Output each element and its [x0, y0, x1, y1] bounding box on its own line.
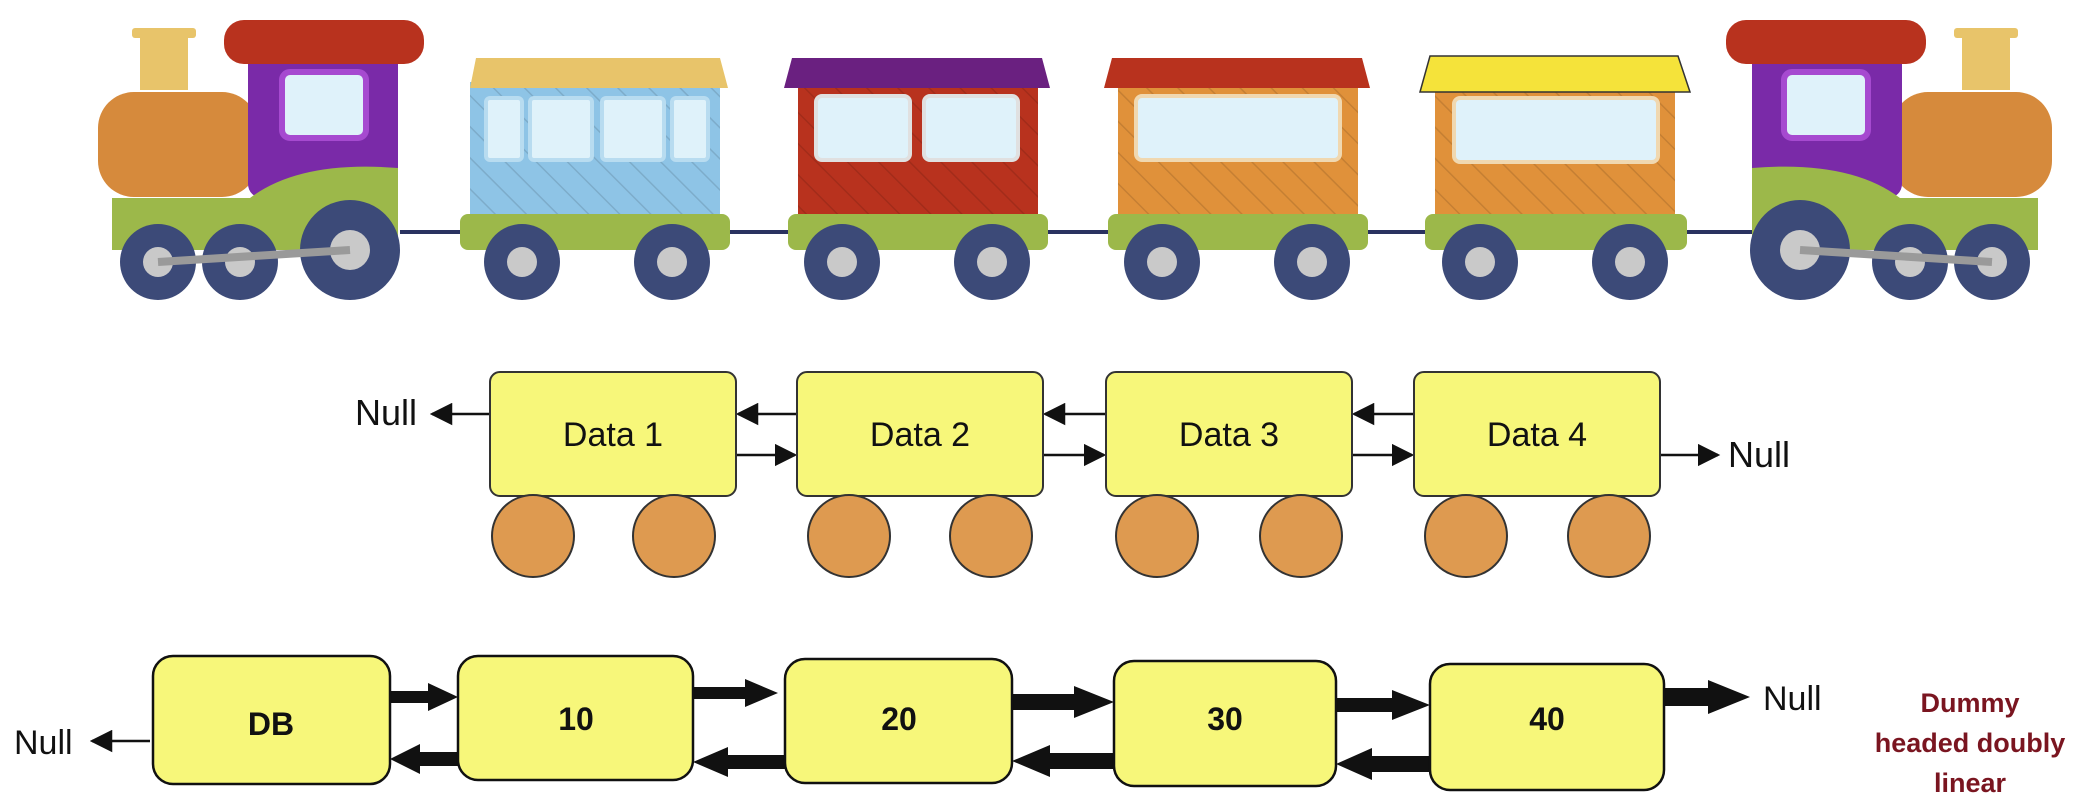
list-right-null: Null	[1728, 434, 1790, 475]
list-links	[429, 402, 1721, 467]
dummy-headed-list: Null Null DB 10 20	[14, 654, 2066, 798]
list-node-label: Data 2	[870, 416, 970, 454]
node-wheel	[632, 494, 716, 578]
dummy-node: DB	[151, 654, 392, 786]
dummy-node: 20	[783, 657, 1014, 785]
dummy-caption: Dummy headed doubly linear	[1875, 688, 2066, 798]
list-node-label: Data 1	[563, 416, 663, 454]
node-wheel	[949, 494, 1033, 578]
locomotive-left	[98, 20, 424, 300]
dummy-right-null: Null	[1763, 680, 1822, 718]
passenger-car-orange	[1104, 58, 1370, 300]
dummy-node-label: 40	[1529, 701, 1565, 737]
locomotive-left-wheels	[120, 200, 400, 300]
node-wheel	[1259, 494, 1343, 578]
passenger-car-blue	[460, 58, 730, 300]
node-wheel	[491, 494, 575, 578]
list-node-label: Data 3	[1179, 416, 1279, 454]
dummy-node-label: 20	[881, 701, 917, 737]
passenger-car-orange-yellow-roof	[1419, 55, 1692, 300]
doubly-linked-list: Null Null Data 1 Data 2 Data 3 Data 4	[355, 371, 1790, 578]
dummy-next-arrows	[390, 679, 1750, 720]
node-wheel	[1424, 494, 1508, 578]
list-left-null: Null	[355, 392, 417, 433]
list-node: Data 2	[796, 371, 1044, 578]
passenger-car-red	[784, 58, 1050, 300]
dummy-node: 30	[1112, 659, 1338, 788]
dummy-node: 40	[1428, 662, 1666, 792]
node-wheel	[1567, 494, 1651, 578]
dummy-node-label: 10	[558, 701, 594, 737]
node-wheel	[1115, 494, 1199, 578]
dummy-node-label: DB	[248, 706, 294, 742]
train-illustration	[98, 20, 2052, 300]
locomotive-right	[1726, 20, 2052, 300]
list-node: Data 4	[1413, 371, 1661, 578]
dummy-caption-line: linear	[1934, 768, 2007, 798]
dummy-left-null: Null	[14, 724, 73, 762]
node-wheel	[807, 494, 891, 578]
dummy-caption-line: headed doubly	[1875, 728, 2066, 758]
dummy-node-label: 30	[1207, 701, 1243, 737]
dummy-caption-line: Dummy	[1920, 688, 2019, 718]
list-node-label: Data 4	[1487, 416, 1587, 454]
dummy-prev-arrows	[390, 744, 1430, 780]
list-node: Data 3	[1105, 371, 1353, 578]
dummy-node: 10	[456, 654, 695, 782]
list-node: Data 1	[489, 371, 737, 578]
